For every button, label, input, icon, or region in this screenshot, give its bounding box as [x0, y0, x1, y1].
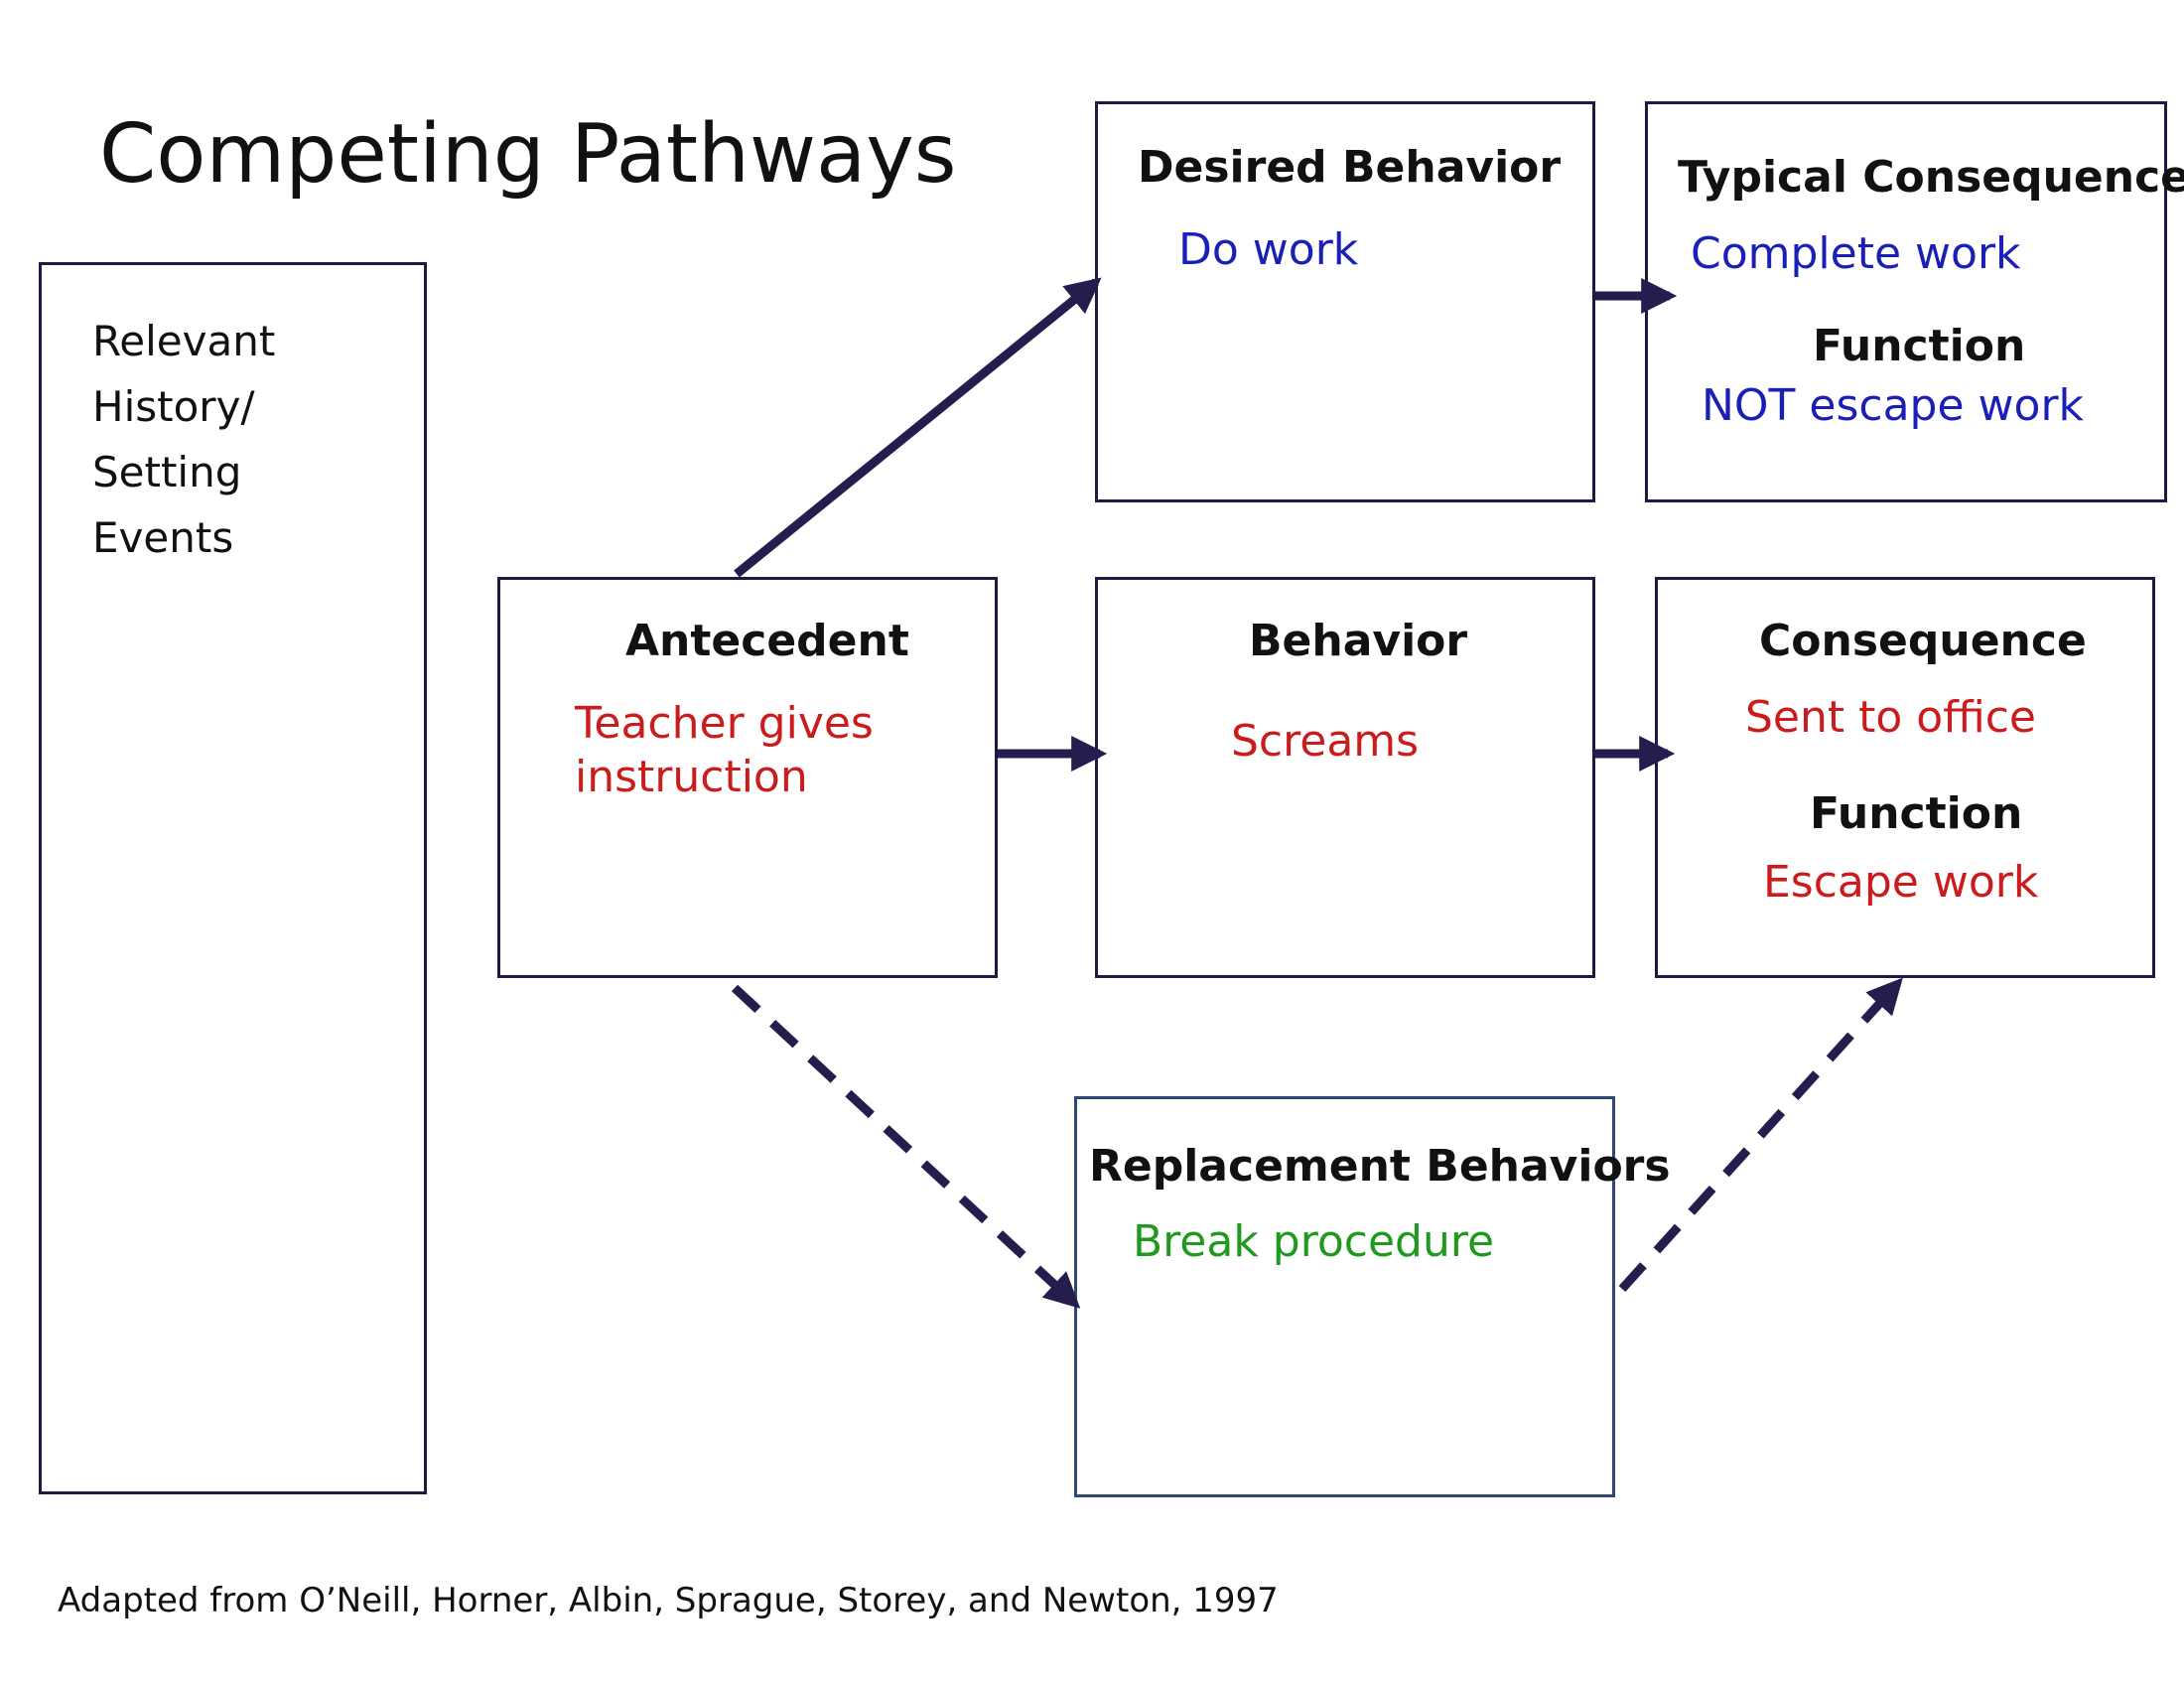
- replacement-behaviors-value: Break procedure: [1133, 1216, 1495, 1267]
- typical-function-value: NOT escape work: [1702, 380, 2085, 431]
- consequence-box: Consequence Sent to office Function Esca…: [1655, 577, 2155, 978]
- consequence-value: Sent to office: [1745, 692, 2037, 743]
- setting-events-line: History/: [92, 382, 255, 431]
- antecedent-box: Antecedent Teacher gives instruction: [497, 577, 998, 978]
- typical-consequence-value: Complete work: [1691, 228, 2021, 279]
- setting-events-line: Relevant: [92, 317, 276, 365]
- behavior-value: Screams: [1231, 716, 1420, 767]
- setting-events-line: Events: [92, 513, 234, 562]
- setting-events-line: Setting: [92, 448, 242, 496]
- replacement-behaviors-box: Replacement Behaviors Break procedure: [1074, 1096, 1671, 1497]
- arrow-antecedent-to-replacement: [731, 984, 1081, 1309]
- typical-consequence-label: Typical Consequence: [1678, 152, 2184, 203]
- antecedent-label: Antecedent: [625, 616, 909, 666]
- behavior-label: Behavior: [1249, 616, 1468, 666]
- consequence-function-label: Function: [1810, 788, 2023, 839]
- setting-events-box: Relevant History/ Setting Events: [39, 262, 427, 1494]
- desired-behavior-label: Desired Behavior: [1138, 142, 1562, 193]
- antecedent-value-line: Teacher gives: [575, 698, 874, 749]
- desired-behavior-box: Desired Behavior Do work: [1095, 101, 1595, 502]
- antecedent-value: Teacher gives instruction: [575, 697, 874, 804]
- arrow-antecedent-to-desired: [734, 277, 1102, 578]
- page-title: Competing Pathways: [99, 107, 957, 202]
- citation-footer: Adapted from O’Neill, Horner, Albin, Spr…: [58, 1581, 1279, 1620]
- typical-consequence-box: Typical Consequence Complete work Functi…: [1645, 101, 2184, 502]
- typical-function-label: Function: [1813, 321, 2026, 371]
- behavior-box: Behavior Screams: [1095, 577, 1595, 978]
- replacement-behaviors-label: Replacement Behaviors: [1089, 1141, 1671, 1192]
- arrow-replacement-to-consequence: [1618, 977, 1903, 1293]
- consequence-label: Consequence: [1759, 616, 2087, 666]
- desired-behavior-value: Do work: [1178, 224, 1359, 275]
- antecedent-value-line: instruction: [575, 752, 808, 802]
- consequence-function-value: Escape work: [1763, 857, 2039, 908]
